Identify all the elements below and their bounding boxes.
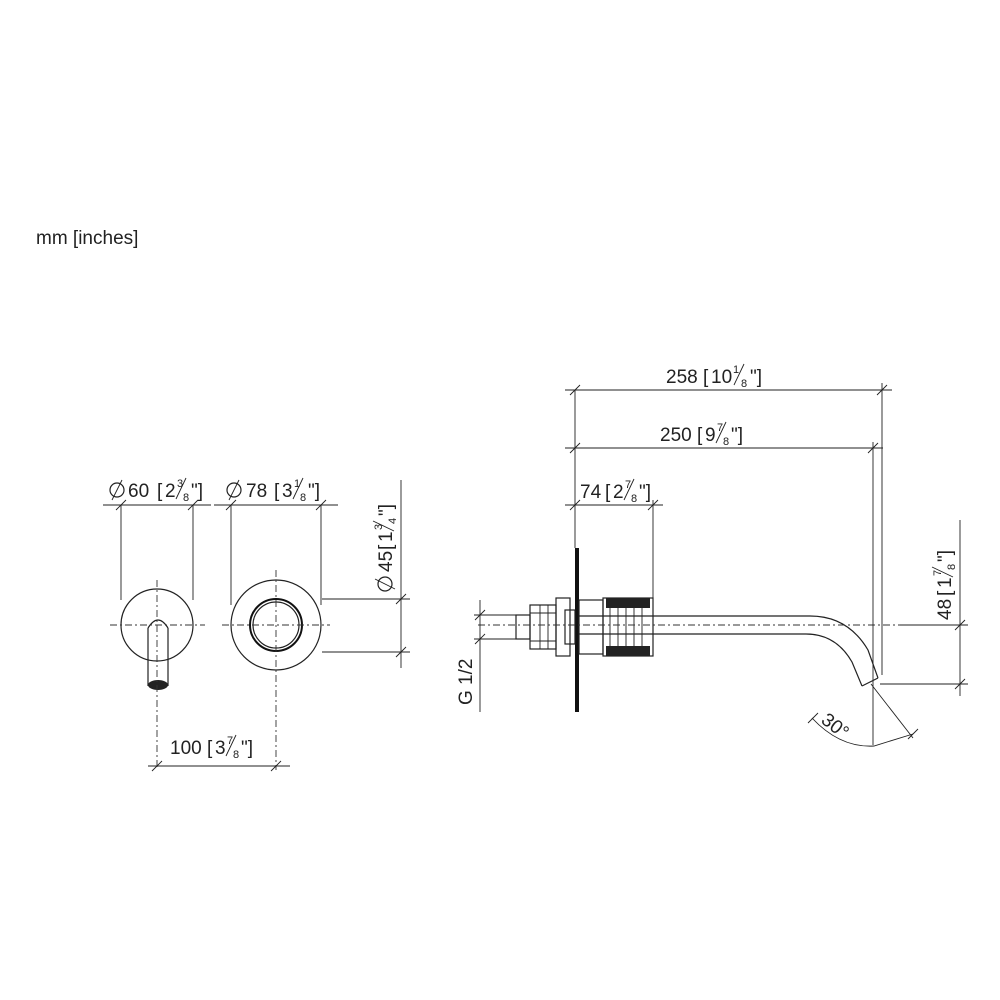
svg-text:8: 8 xyxy=(946,564,958,570)
svg-text:8: 8 xyxy=(741,378,747,390)
svg-text:8: 8 xyxy=(723,436,729,448)
thread-label: G 1/2 xyxy=(456,659,477,705)
svg-text:9: 9 xyxy=(705,425,716,446)
angle-label: 30° xyxy=(817,709,853,743)
svg-text:[: [ xyxy=(274,481,280,502)
dim-250-mm: 250 xyxy=(660,425,692,446)
dim-258-mm: 258 xyxy=(666,367,698,388)
dim-100-mm: 100 xyxy=(170,738,202,759)
svg-text:[: [ xyxy=(157,481,163,502)
svg-text:"]: "] xyxy=(639,482,651,503)
svg-text:7: 7 xyxy=(932,570,944,576)
svg-text:7: 7 xyxy=(717,422,723,434)
dim-60-mm: 60 xyxy=(128,481,149,502)
dim-diameter-45: 45 [ 1 3 4 "] xyxy=(322,480,410,668)
svg-text:[: [ xyxy=(605,482,611,503)
svg-text:8: 8 xyxy=(300,492,306,504)
side-view-spout xyxy=(478,548,900,712)
svg-text:"]: "] xyxy=(376,504,397,516)
svg-text:"]: "] xyxy=(935,550,956,562)
dim-diameter-60: 60 [ 2 3 8 "] xyxy=(103,477,211,600)
svg-text:8: 8 xyxy=(183,492,189,504)
svg-text:"]: "] xyxy=(308,481,320,502)
svg-text:3: 3 xyxy=(373,524,385,530)
dim-thread-g12: G 1/2 xyxy=(456,600,516,712)
dim-48-mm: 48 xyxy=(935,599,956,620)
svg-text:"]: "] xyxy=(191,481,203,502)
dim-angle-30: 30° xyxy=(807,683,919,747)
dim-length-258: 258 [ 10 1 8 "] xyxy=(565,363,892,675)
svg-text:[: [ xyxy=(207,738,213,759)
dim-60-in-whole: 2 xyxy=(165,481,176,502)
svg-text:1: 1 xyxy=(733,364,739,376)
dim-height-48: 48 [ 1 7 8 "] xyxy=(880,520,968,696)
svg-text:8: 8 xyxy=(631,493,637,505)
svg-text:10: 10 xyxy=(711,367,732,388)
front-view-spout-rosette xyxy=(110,580,205,770)
units-label: mm [inches] xyxy=(36,228,139,249)
dim-diameter-78: 78 [ 3 1 8 "] xyxy=(214,477,338,605)
svg-text:2: 2 xyxy=(613,482,624,503)
svg-text:1: 1 xyxy=(935,577,956,588)
dim-78-mm: 78 xyxy=(246,481,267,502)
dim-length-250: 250 [ 9 7 8 "] xyxy=(565,421,883,745)
svg-text:3: 3 xyxy=(215,738,226,759)
svg-text:8: 8 xyxy=(233,749,239,761)
svg-text:1: 1 xyxy=(376,531,397,542)
svg-text:[: [ xyxy=(697,425,703,446)
svg-text:[: [ xyxy=(376,544,397,550)
svg-text:7: 7 xyxy=(227,735,233,747)
dim-78-in-whole: 3 xyxy=(282,481,293,502)
svg-text:[: [ xyxy=(935,590,956,596)
svg-text:"]: "] xyxy=(750,367,762,388)
svg-text:[: [ xyxy=(703,367,709,388)
dim-distance-100: 100 [ 3 7 8 "] xyxy=(148,734,290,772)
svg-text:"]: "] xyxy=(241,738,253,759)
dim-length-74: 74 [ 2 7 8 "] xyxy=(565,478,663,598)
svg-text:"]: "] xyxy=(731,425,743,446)
svg-text:4: 4 xyxy=(387,518,399,524)
svg-text:7: 7 xyxy=(625,479,631,491)
front-view-handle-rosette xyxy=(222,570,330,770)
dim-45-mm: 45 xyxy=(376,551,397,572)
dim-74-mm: 74 xyxy=(580,482,602,503)
svg-text:3: 3 xyxy=(177,478,183,490)
svg-text:1: 1 xyxy=(294,478,300,490)
